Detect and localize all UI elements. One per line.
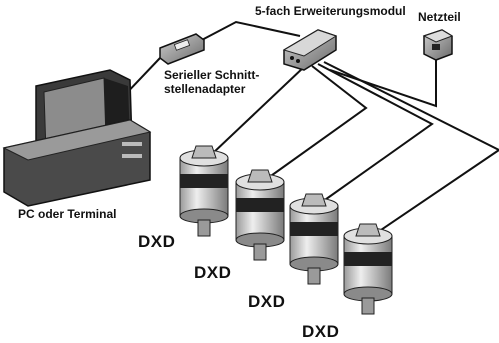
expansion-module-icon — [282, 29, 338, 71]
label-dxd-3: DXD — [248, 292, 286, 311]
label-pc-terminal: PC oder Terminal — [18, 207, 117, 221]
label-dxd-2: DXD — [194, 263, 232, 282]
label-serial-adapter-line-2: stellenadapter — [164, 82, 246, 96]
label-dxd-1: DXD — [138, 232, 176, 251]
pc-base-unit — [2, 119, 152, 207]
serial-adapter-icon — [159, 33, 205, 65]
cable-module-to-dxd-1 — [211, 65, 306, 155]
cable-module-to-dxd-2 — [267, 65, 368, 179]
cable-module-to-dxd-3 — [317, 63, 434, 203]
label-power-supply: Netzteil — [418, 10, 461, 24]
dxd-sensor-1 — [179, 145, 229, 237]
cable-adapter-to-module — [197, 20, 301, 43]
power-supply-icon — [422, 29, 454, 61]
label-expansion-module: 5-fach Erweiterungsmodul — [255, 4, 406, 18]
label-dxd-4: DXD — [302, 322, 340, 341]
label-serial-adapter-line-1: Serieller Schnitt- — [164, 68, 260, 82]
cable-module-to-dxd-4 — [323, 61, 499, 233]
dxd-sensor-3 — [289, 193, 339, 285]
dxd-sensor-2 — [235, 169, 285, 261]
dxd-sensor-4 — [343, 223, 393, 315]
